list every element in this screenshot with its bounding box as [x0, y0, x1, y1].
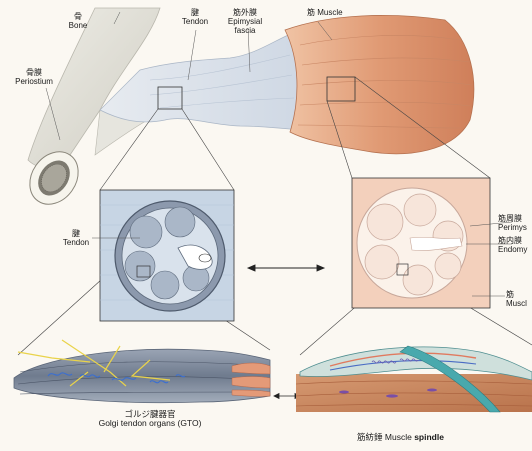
muscle-right-label: 筋 Muscl	[506, 290, 527, 308]
epimysial-label-en2: fascia	[228, 26, 262, 35]
muscle-belly	[285, 15, 474, 153]
muscle-right-label-en: Muscl	[506, 299, 527, 308]
tendon-top-label-en: Tendon	[182, 17, 208, 26]
muscle-top-label-en: Muscle	[317, 8, 342, 17]
bone-label-jp: 骨	[69, 12, 88, 21]
bone-label-en: Bone	[69, 21, 88, 30]
periostium-label-jp: 骨膜	[15, 68, 53, 77]
perimysium-label: 筋周膜 Perimys	[498, 214, 527, 232]
periostium-label-en: Periostium	[15, 77, 53, 86]
comparison-arrow	[248, 265, 324, 271]
gto-detail	[14, 340, 270, 403]
tendon-cross-section-panel	[100, 190, 234, 321]
muscle-cross-section-panel	[352, 178, 490, 308]
tendon-mid-label: 腱 Tendon	[63, 229, 89, 247]
epimysial-label: 筋外膜 Epimysial fascia	[228, 8, 262, 35]
bone-label: 骨 Bone	[69, 12, 88, 30]
spindle-caption-jp: 筋紡錘	[357, 432, 383, 442]
periostium-label: 骨膜 Periostium	[15, 68, 53, 86]
endomysium-label: 筋内膜 Endomy	[498, 236, 527, 254]
epimysial-label-en1: Epimysial	[228, 17, 262, 26]
muscle-top-label: 筋 Muscle	[307, 8, 343, 17]
spindle-caption: 筋紡錘 Muscle spindle	[357, 433, 444, 442]
spindle-detail	[296, 346, 532, 412]
muscle-top-label-jp: 筋	[307, 8, 315, 17]
tendon-mid-label-en: Tendon	[63, 238, 89, 247]
endomysium-label-jp: 筋内膜	[498, 236, 527, 245]
perimysium-label-jp: 筋周膜	[498, 214, 527, 223]
tendon-top-label: 腱 Tendon	[182, 8, 208, 26]
tendon-mid-label-jp: 腱	[63, 229, 89, 238]
muscle-right-label-jp: 筋	[506, 290, 527, 299]
epimysial-label-jp: 筋外膜	[228, 8, 262, 17]
gto-caption-en: Golgi tendon organs (GTO)	[99, 419, 202, 428]
spindle-caption-en: Muscle	[385, 432, 412, 442]
spindle-caption-en-bold: spindle	[414, 432, 444, 442]
endomysium-label-en: Endomy	[498, 245, 527, 254]
perimysium-label-en: Perimys	[498, 223, 527, 232]
tendon-top-label-jp: 腱	[182, 8, 208, 17]
gto-caption: ゴルジ腱器官 Golgi tendon organs (GTO)	[99, 410, 202, 428]
